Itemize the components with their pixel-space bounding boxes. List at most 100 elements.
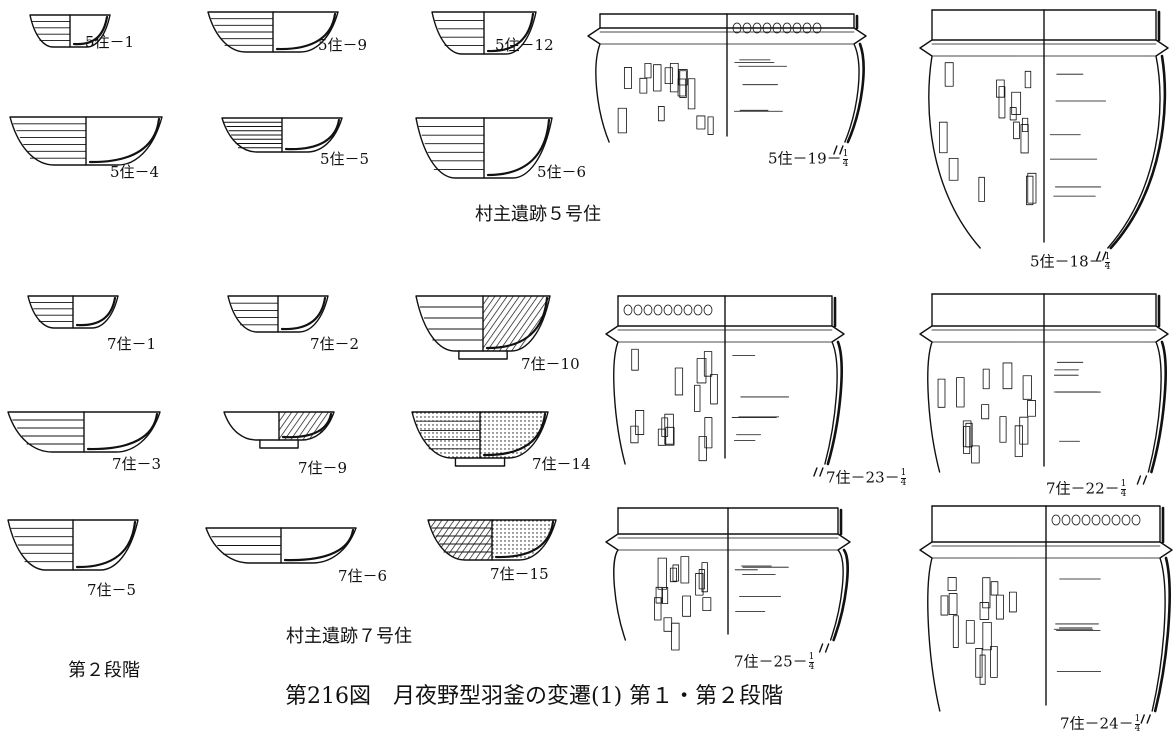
figure-caption: 第216図 月夜野型羽釜の変遷(1) 第１・第２段階 bbox=[285, 684, 784, 709]
brush-mark bbox=[635, 410, 645, 435]
brush-mark bbox=[661, 417, 669, 437]
brush-mark bbox=[663, 617, 673, 632]
vessel-7-14 bbox=[411, 411, 549, 467]
label-7-10: 7住－10 bbox=[521, 355, 580, 373]
break-mark bbox=[833, 145, 844, 155]
label-5-9: 5住－9 bbox=[318, 36, 368, 54]
brush-mark bbox=[1027, 400, 1036, 417]
vessel-7-5 bbox=[7, 519, 139, 571]
finger-impression bbox=[683, 304, 693, 316]
brush-mark bbox=[979, 602, 990, 620]
brush-mark bbox=[654, 597, 662, 621]
break-mark bbox=[1140, 714, 1151, 724]
vessel-7-9 bbox=[223, 411, 335, 449]
finger-impression bbox=[1061, 514, 1071, 526]
vessel-section bbox=[482, 412, 547, 457]
brush-mark bbox=[680, 556, 690, 584]
brush-mark bbox=[937, 378, 946, 408]
label-5-1: 5住－1 bbox=[85, 33, 135, 51]
brush-mark bbox=[703, 351, 713, 377]
vessel-section bbox=[283, 528, 355, 562]
brush-mark bbox=[702, 597, 712, 612]
brush-mark bbox=[698, 436, 707, 462]
vessel-outline bbox=[411, 411, 549, 459]
brush-mark bbox=[669, 62, 679, 93]
vessel-section bbox=[86, 412, 159, 451]
jar-right-wall bbox=[617, 507, 851, 641]
finger-impression bbox=[1131, 514, 1141, 526]
vessel-section bbox=[75, 296, 117, 327]
brush-mark bbox=[990, 581, 999, 596]
jar-right-wall bbox=[931, 293, 1169, 473]
break-mark bbox=[818, 643, 830, 653]
vessel-5-5 bbox=[221, 117, 343, 153]
brush-mark bbox=[982, 368, 990, 390]
finger-impression bbox=[802, 22, 812, 34]
jar-left-wall bbox=[605, 295, 626, 465]
brush-mark bbox=[952, 615, 959, 648]
vessel-texture bbox=[428, 520, 492, 560]
jar-section bbox=[832, 508, 849, 642]
vessel-5-6 bbox=[415, 117, 553, 179]
brush-mark bbox=[1008, 591, 1017, 613]
brush-mark bbox=[672, 564, 679, 582]
brush-mark bbox=[990, 645, 998, 678]
brush-mark bbox=[682, 595, 691, 617]
brush-mark bbox=[979, 654, 986, 685]
brush-mark bbox=[1027, 172, 1037, 204]
vessel-7-15 bbox=[427, 519, 557, 561]
vessel-section bbox=[485, 296, 549, 350]
vessel-section bbox=[486, 118, 551, 177]
brush-mark bbox=[694, 384, 701, 412]
brush-mark bbox=[1022, 375, 1032, 400]
vessel-5-4 bbox=[9, 116, 163, 166]
finger-impression bbox=[633, 304, 643, 316]
jar-section bbox=[1153, 506, 1171, 713]
finger-impression bbox=[742, 22, 752, 34]
vessel-7-1 bbox=[27, 295, 119, 329]
brush-mark bbox=[995, 594, 1004, 620]
brush-mark bbox=[1013, 121, 1020, 140]
brush-mark bbox=[664, 67, 674, 85]
vessel-section bbox=[275, 12, 337, 51]
finger-impression bbox=[762, 22, 772, 34]
jar-5-18 bbox=[919, 9, 1169, 261]
brush-mark bbox=[944, 62, 954, 87]
jar-left-wall bbox=[919, 293, 941, 473]
brush-mark bbox=[939, 121, 948, 154]
break-mark bbox=[1136, 475, 1148, 485]
brush-mark bbox=[965, 620, 975, 644]
vessel-section bbox=[281, 412, 333, 439]
brush-mark bbox=[982, 577, 991, 609]
brush-mark bbox=[1019, 416, 1029, 445]
jar-7-25 bbox=[605, 507, 851, 653]
label-7-9: 7住－9 bbox=[298, 459, 348, 477]
jar-left-wall bbox=[919, 9, 981, 249]
brush-mark bbox=[687, 78, 696, 110]
brush-mark bbox=[639, 77, 648, 94]
vessel-foot bbox=[259, 439, 299, 449]
brush-mark bbox=[971, 445, 980, 464]
brush-mark bbox=[982, 621, 992, 651]
brush-mark bbox=[678, 69, 688, 86]
brush-mark bbox=[657, 557, 667, 590]
finger-impression bbox=[663, 304, 673, 316]
stage-label: 第２段階 bbox=[68, 660, 140, 681]
brush-mark bbox=[1020, 124, 1029, 154]
vessel-section bbox=[486, 12, 535, 53]
jar-5-19 bbox=[587, 13, 867, 155]
brush-mark bbox=[956, 377, 965, 408]
finger-impression bbox=[782, 22, 792, 34]
vessel-texture bbox=[412, 412, 480, 458]
brush-mark bbox=[940, 595, 949, 616]
label-5-4: 5住－4 bbox=[110, 163, 160, 181]
vessel-section bbox=[284, 118, 341, 151]
jar-right-wall bbox=[617, 295, 845, 465]
finger-impression bbox=[693, 304, 703, 316]
